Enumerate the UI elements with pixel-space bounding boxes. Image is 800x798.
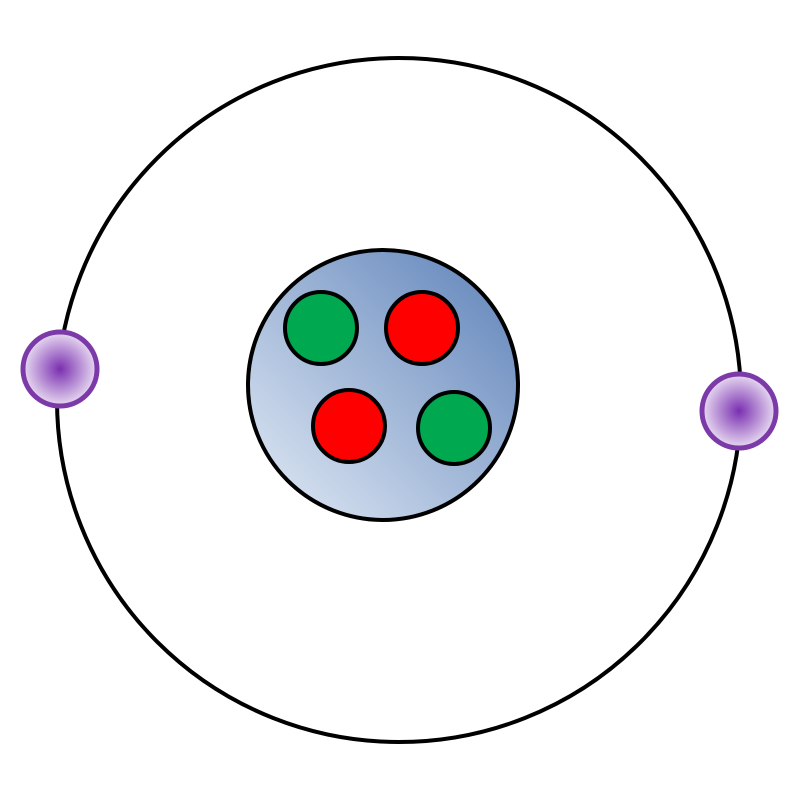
nucleus — [246, 248, 520, 522]
proton-top-right — [384, 290, 460, 366]
electron-left — [20, 329, 100, 409]
electron-right — [699, 371, 779, 451]
proton-bottom-left — [311, 388, 387, 464]
neutron-bottom-right — [416, 390, 492, 466]
neutron-top-left — [283, 290, 359, 366]
